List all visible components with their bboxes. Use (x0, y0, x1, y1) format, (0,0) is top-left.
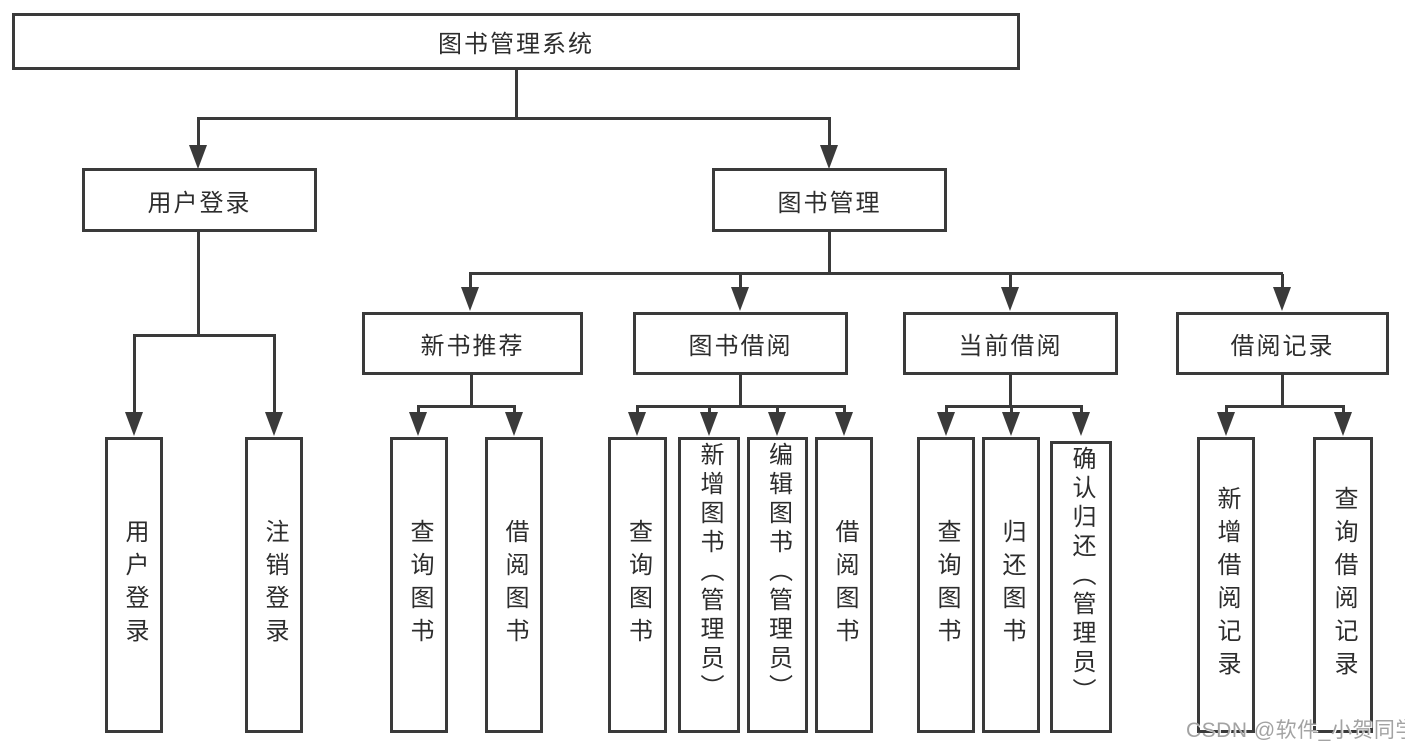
connector-line (196, 232, 200, 336)
connector-line (1008, 375, 1012, 407)
connector-line (272, 334, 276, 412)
node-leaf-query-books-recommend: 查询图书 (390, 437, 448, 733)
connector-line (827, 232, 831, 274)
node-leaf-edit-book-admin: 编辑图书（管理员） (747, 437, 808, 733)
arrow-down-icon (628, 412, 646, 436)
node-label-leaf-add-book-admin: 新增图书（管理员） (696, 442, 723, 703)
node-leaf-borrow-books-recommend: 借阅图书 (485, 437, 543, 733)
arrow-down-icon (700, 412, 718, 436)
node-new-book-recommend: 新书推荐 (362, 312, 583, 375)
node-leaf-logout: 注销登录 (245, 437, 303, 733)
arrow-down-icon (461, 287, 479, 311)
node-borrowing-records: 借阅记录 (1176, 312, 1389, 375)
arrow-down-icon (1334, 412, 1352, 436)
node-book-borrowing: 图书借阅 (633, 312, 848, 375)
node-leaf-add-book-admin: 新增图书（管理员） (678, 437, 740, 733)
arrow-down-icon (1273, 287, 1291, 311)
connector-line (707, 405, 711, 412)
connector-line (196, 117, 200, 145)
arrow-down-icon (731, 287, 749, 311)
node-label-leaf-edit-book-admin: 编辑图书（管理员） (764, 442, 792, 703)
connector-line (1009, 405, 1013, 412)
node-label-leaf-borrow-books-recommend: 借阅图书 (501, 519, 528, 651)
connector-line (1008, 274, 1012, 287)
node-leaf-confirm-return-admin: 确认归还（管理员） (1050, 441, 1112, 733)
arrow-down-icon (835, 412, 853, 436)
connector-line (738, 274, 742, 287)
connector-line (417, 404, 515, 408)
node-book-management: 图书管理 (712, 168, 947, 232)
connector-line (512, 405, 516, 412)
arrow-down-icon (1002, 412, 1020, 436)
connector-line (469, 271, 1283, 275)
connector-line (842, 405, 846, 412)
arrow-down-icon (1072, 412, 1090, 436)
connector-line (944, 405, 948, 412)
arrow-down-icon (409, 412, 427, 436)
connector-line (133, 333, 276, 337)
node-leaf-return-books: 归还图书 (982, 437, 1040, 733)
arrow-down-icon (189, 145, 207, 169)
node-leaf-user-login: 用户登录 (105, 437, 163, 733)
connector-line (1280, 375, 1284, 407)
node-user-login: 用户登录 (82, 168, 317, 232)
node-label-leaf-query-books-borrowing: 查询图书 (624, 519, 652, 651)
node-label-leaf-borrow-books-borrowing: 借阅图书 (831, 519, 858, 651)
connector-line (775, 405, 779, 412)
connector-line (132, 334, 136, 412)
node-label-leaf-user-login: 用户登录 (121, 519, 148, 651)
arrow-down-icon (1001, 287, 1019, 311)
connector-line (1341, 405, 1345, 412)
connector-line (1224, 405, 1228, 412)
connector-line (514, 70, 518, 118)
arrow-down-icon (125, 412, 143, 436)
node-leaf-borrow-books-borrowing: 借阅图书 (815, 437, 873, 733)
node-current-borrowing: 当前借阅 (903, 312, 1118, 375)
node-leaf-add-borrow-record: 新增借阅记录 (1197, 437, 1255, 733)
arrow-down-icon (937, 412, 955, 436)
watermark: CSDN @软件_小贺同学 (1186, 719, 1405, 742)
node-label-leaf-return-books: 归还图书 (998, 519, 1025, 651)
connector-line (1225, 404, 1344, 408)
connector-line (416, 405, 420, 412)
node-leaf-query-books-current: 查询图书 (917, 437, 975, 733)
arrow-down-icon (265, 412, 283, 436)
arrow-down-icon (505, 412, 523, 436)
node-label-leaf-query-books-current: 查询图书 (933, 519, 960, 651)
connector-line (827, 117, 831, 145)
node-label-leaf-confirm-return-admin: 确认归还（管理员） (1068, 446, 1095, 707)
node-label-leaf-add-borrow-record: 新增借阅记录 (1213, 486, 1240, 684)
connector-line (636, 404, 845, 408)
connector-line (738, 375, 742, 407)
connector-line (197, 116, 831, 120)
arrow-down-icon (768, 412, 786, 436)
node-label-leaf-query-books-recommend: 查询图书 (406, 519, 433, 651)
node-label-leaf-query-borrow-record: 查询借阅记录 (1330, 486, 1357, 684)
arrow-down-icon (820, 145, 838, 169)
connector-line (469, 375, 473, 407)
node-leaf-query-books-borrowing: 查询图书 (608, 437, 667, 733)
connector-line (1280, 274, 1284, 287)
node-label-leaf-logout: 注销登录 (261, 519, 288, 651)
connector-line (945, 404, 1082, 408)
node-root: 图书管理系统 (12, 13, 1020, 70)
arrow-down-icon (1217, 412, 1235, 436)
connector-line (635, 405, 639, 412)
connector-line (1079, 405, 1083, 412)
node-leaf-query-borrow-record: 查询借阅记录 (1313, 437, 1373, 733)
connector-line (468, 274, 472, 287)
